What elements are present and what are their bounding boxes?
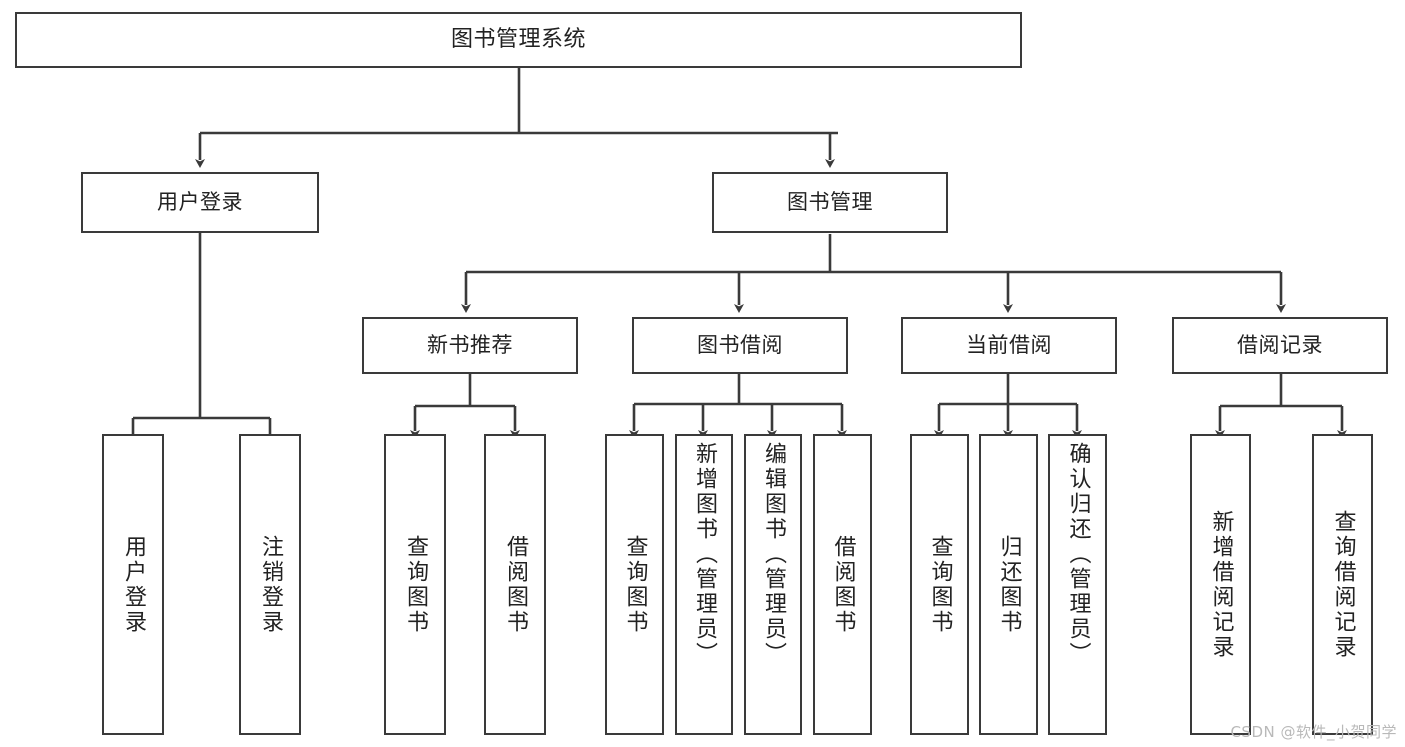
node-new-book-rec[interactable]: 新书推荐 (362, 317, 578, 374)
node-book-manage-label: 图书管理 (787, 190, 873, 215)
node-current-borrow[interactable]: 当前借阅 (901, 317, 1117, 374)
node-leaf-add-record-label: 新增借阅记录 (1208, 509, 1234, 660)
node-book-borrow-label: 图书借阅 (697, 333, 783, 358)
node-book-manage[interactable]: 图书管理 (712, 172, 948, 233)
node-borrow-record-label: 借阅记录 (1237, 333, 1323, 358)
node-leaf-logout[interactable]: 注销登录 (239, 434, 301, 735)
watermark: CSDN @软件_小贺同学 (1230, 723, 1397, 741)
node-leaf-confirm-return[interactable]: 确认归还（管理员） (1048, 434, 1107, 735)
node-leaf-add-record[interactable]: 新增借阅记录 (1190, 434, 1251, 735)
node-leaf-borrow-book-1-label: 借阅图书 (503, 534, 528, 635)
node-new-book-rec-label: 新书推荐 (427, 333, 513, 358)
node-leaf-query-record-label: 查询借阅记录 (1330, 509, 1356, 660)
node-leaf-logout-label: 注销登录 (258, 534, 283, 635)
node-book-borrow[interactable]: 图书借阅 (632, 317, 848, 374)
node-leaf-edit-book-label: 编辑图书（管理员） (761, 442, 786, 667)
node-root-label: 图书管理系统 (450, 27, 586, 53)
node-leaf-return-book[interactable]: 归还图书 (979, 434, 1038, 735)
node-leaf-query-book-1[interactable]: 查询图书 (384, 434, 446, 735)
node-leaf-confirm-return-label: 确认归还（管理员） (1065, 442, 1091, 667)
node-leaf-borrow-book-2-label: 借阅图书 (830, 534, 856, 635)
node-leaf-user-login-label: 用户登录 (121, 534, 146, 635)
node-user-login-label: 用户登录 (157, 190, 243, 215)
node-leaf-return-book-label: 归还图书 (996, 534, 1022, 635)
node-leaf-query-book-3-label: 查询图书 (927, 534, 953, 635)
node-leaf-query-book-2-label: 查询图书 (622, 534, 648, 635)
node-leaf-add-book-label: 新增图书（管理员） (692, 442, 717, 667)
node-leaf-query-record[interactable]: 查询借阅记录 (1312, 434, 1373, 735)
node-leaf-query-book-3[interactable]: 查询图书 (910, 434, 969, 735)
node-leaf-user-login[interactable]: 用户登录 (102, 434, 164, 735)
node-leaf-query-book-1-label: 查询图书 (403, 534, 428, 635)
node-root[interactable]: 图书管理系统 (15, 12, 1022, 68)
node-leaf-borrow-book-2[interactable]: 借阅图书 (813, 434, 872, 735)
node-leaf-add-book[interactable]: 新增图书（管理员） (675, 434, 733, 735)
node-user-login[interactable]: 用户登录 (81, 172, 319, 233)
node-leaf-query-book-2[interactable]: 查询图书 (605, 434, 664, 735)
node-current-borrow-label: 当前借阅 (966, 333, 1052, 358)
node-leaf-edit-book[interactable]: 编辑图书（管理员） (744, 434, 802, 735)
node-leaf-borrow-book-1[interactable]: 借阅图书 (484, 434, 546, 735)
node-borrow-record[interactable]: 借阅记录 (1172, 317, 1388, 374)
